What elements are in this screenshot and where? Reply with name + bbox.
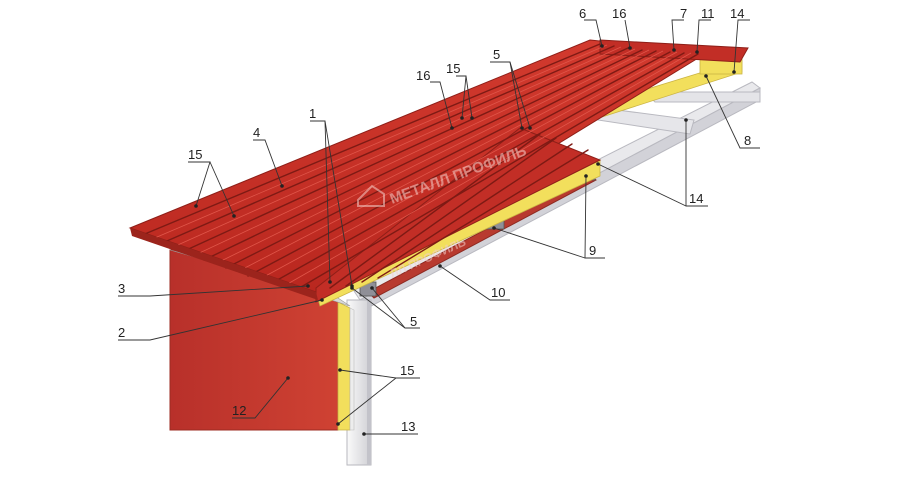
leader-14c [597,163,687,207]
roof-ribs [139,43,699,291]
callout-9: 9 [589,243,596,258]
leader-5b [371,287,406,329]
callout-6: 6 [579,6,586,21]
column-post-edge [367,300,371,465]
callout-4: 4 [253,125,260,140]
leader-11 [696,19,711,53]
leader-2 [118,299,323,341]
callout-2: 2 [118,325,125,340]
callout-16-mid: 16 [416,68,430,83]
leader-6 [584,19,603,47]
leader-10 [439,265,510,301]
roof-rib-highlights [149,44,692,287]
roof-sandwich-panels [128,39,749,303]
callout-5-top: 5 [493,47,500,62]
leader-8 [705,75,760,149]
callout-14-right: 14 [689,191,703,206]
leader-12 [232,377,289,419]
callout-3: 3 [118,281,125,296]
callout-5-left: 5 [410,314,417,329]
leader-15d [465,75,473,119]
leader-5d [509,61,531,129]
wall-panel-inner-skin [349,307,355,431]
leader-14a [733,19,750,73]
leader-15f [337,377,397,425]
callout-15-wall: 15 [400,363,414,378]
callout-15-top: 15 [446,61,460,76]
leader-9b [493,227,586,259]
callout-11: 11 [701,6,715,21]
leader-16b [624,19,631,49]
leader-4 [253,139,283,187]
callout-leaders [118,19,760,435]
leader-16a [430,81,453,129]
callout-15-left: 15 [188,147,202,162]
callout-14-top: 14 [730,6,744,21]
leader-7 [671,19,684,51]
leader-1b [324,120,353,287]
watermark-logo-icon [357,184,385,207]
leader-15b [209,161,235,217]
wall-panel-insulation [337,301,351,431]
callout-10: 10 [491,285,505,300]
callout-7: 7 [680,6,687,21]
callout-8: 8 [744,133,751,148]
callout-13: 13 [401,419,415,434]
callout-dots [194,44,736,436]
callout-labels: 1 2 3 4 5 5 6 7 8 9 10 11 12 13 14 14 15… [118,6,751,434]
callout-16-top: 16 [612,6,626,21]
callout-12: 12 [232,403,246,418]
callout-1: 1 [309,106,316,121]
leader-3 [118,285,309,297]
roof-eave-edge [130,228,318,300]
